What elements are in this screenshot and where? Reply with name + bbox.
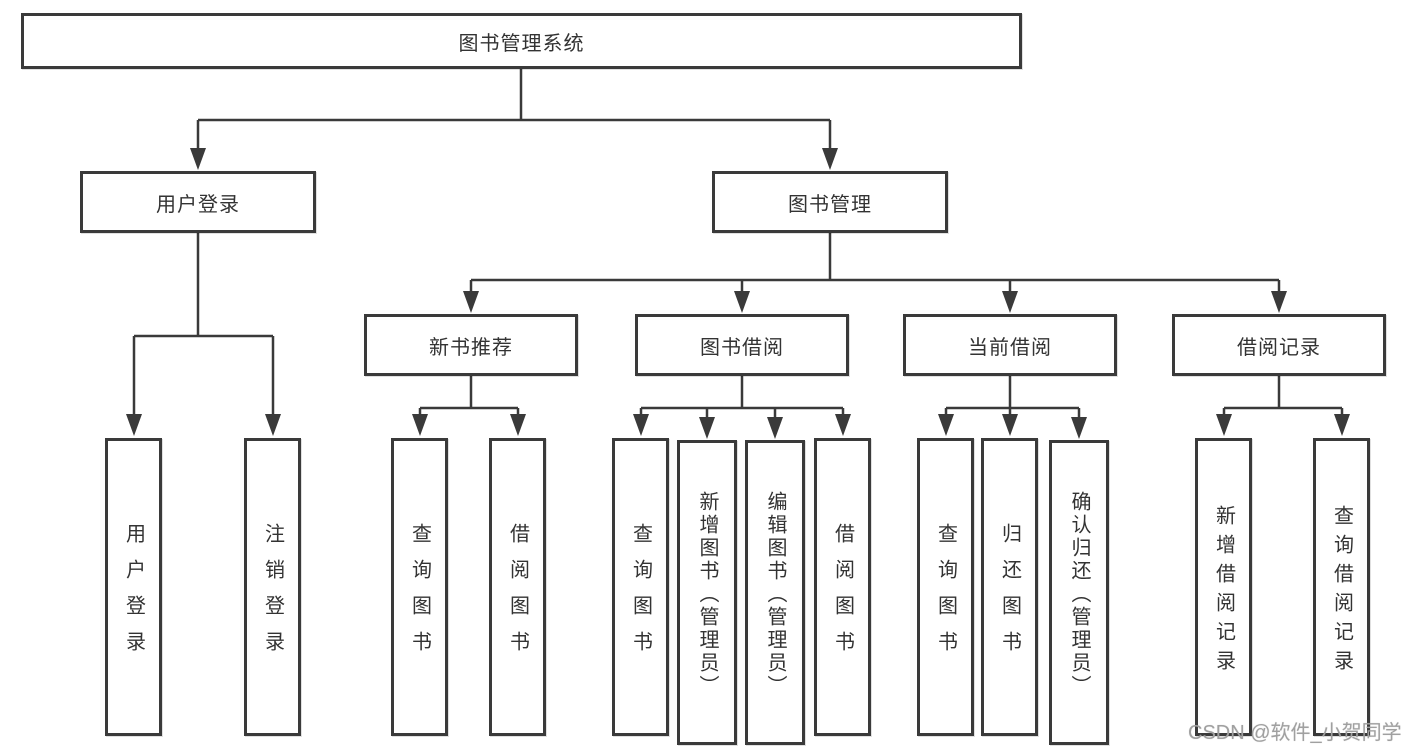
- node-book-borrow: 图书借阅: [635, 314, 849, 376]
- leaf-query-books-recommend: 查询图书: [391, 438, 448, 736]
- leaf-add-books-admin: 新增图书（管理员）: [677, 440, 737, 745]
- leaf-logout-label: 注销登录: [261, 523, 284, 667]
- leaf-add-borrow-record-label: 新增借阅记录: [1212, 504, 1235, 679]
- leaf-borrow-books-label: 借阅图书: [831, 523, 854, 667]
- node-user-login-label: 用户登录: [156, 193, 240, 216]
- leaf-query-borrow-record-label: 查询借阅记录: [1330, 504, 1353, 679]
- node-current-borrow: 当前借阅: [903, 314, 1117, 376]
- node-root-label: 图书管理系统: [458, 32, 585, 55]
- leaf-query-books-borrow: 查询图书: [612, 438, 669, 736]
- leaf-confirm-return-admin-label: 确认归还（管理员）: [1068, 490, 1090, 698]
- node-new-book-recommend-label: 新书推荐: [429, 336, 513, 359]
- leaf-return-books-label: 归还图书: [998, 523, 1021, 667]
- node-borrow-records-label: 借阅记录: [1237, 336, 1321, 359]
- leaf-return-books: 归还图书: [981, 438, 1038, 736]
- node-new-book-recommend: 新书推荐: [364, 314, 578, 376]
- leaf-add-borrow-record: 新增借阅记录: [1195, 438, 1252, 736]
- node-borrow-records: 借阅记录: [1172, 314, 1386, 376]
- leaf-edit-books-admin: 编辑图书（管理员）: [745, 440, 805, 745]
- leaf-borrow-books: 借阅图书: [814, 438, 871, 736]
- leaf-borrow-books-recommend-label: 借阅图书: [506, 523, 529, 667]
- node-user-login: 用户登录: [80, 171, 316, 233]
- node-book-borrow-label: 图书借阅: [700, 336, 784, 359]
- watermark: CSDN @软件_小贺同学: [1188, 722, 1402, 744]
- leaf-logout: 注销登录: [244, 438, 301, 736]
- leaf-query-books-current-label: 查询图书: [934, 523, 957, 667]
- leaf-add-books-admin-label: 新增图书（管理员）: [696, 490, 718, 698]
- leaf-query-books-recommend-label: 查询图书: [408, 523, 431, 667]
- leaf-confirm-return-admin: 确认归还（管理员）: [1049, 440, 1109, 745]
- node-current-borrow-label: 当前借阅: [968, 336, 1052, 359]
- node-root: 图书管理系统: [21, 13, 1022, 69]
- leaf-query-books-borrow-label: 查询图书: [629, 523, 652, 667]
- leaf-user-login-label: 用户登录: [122, 523, 145, 667]
- node-book-management-label: 图书管理: [788, 193, 872, 216]
- leaf-edit-books-admin-label: 编辑图书（管理员）: [764, 490, 786, 698]
- node-book-management: 图书管理: [712, 171, 948, 233]
- leaf-borrow-books-recommend: 借阅图书: [489, 438, 546, 736]
- leaf-user-login: 用户登录: [105, 438, 162, 736]
- leaf-query-borrow-record: 查询借阅记录: [1313, 438, 1370, 736]
- leaf-query-books-current: 查询图书: [917, 438, 974, 736]
